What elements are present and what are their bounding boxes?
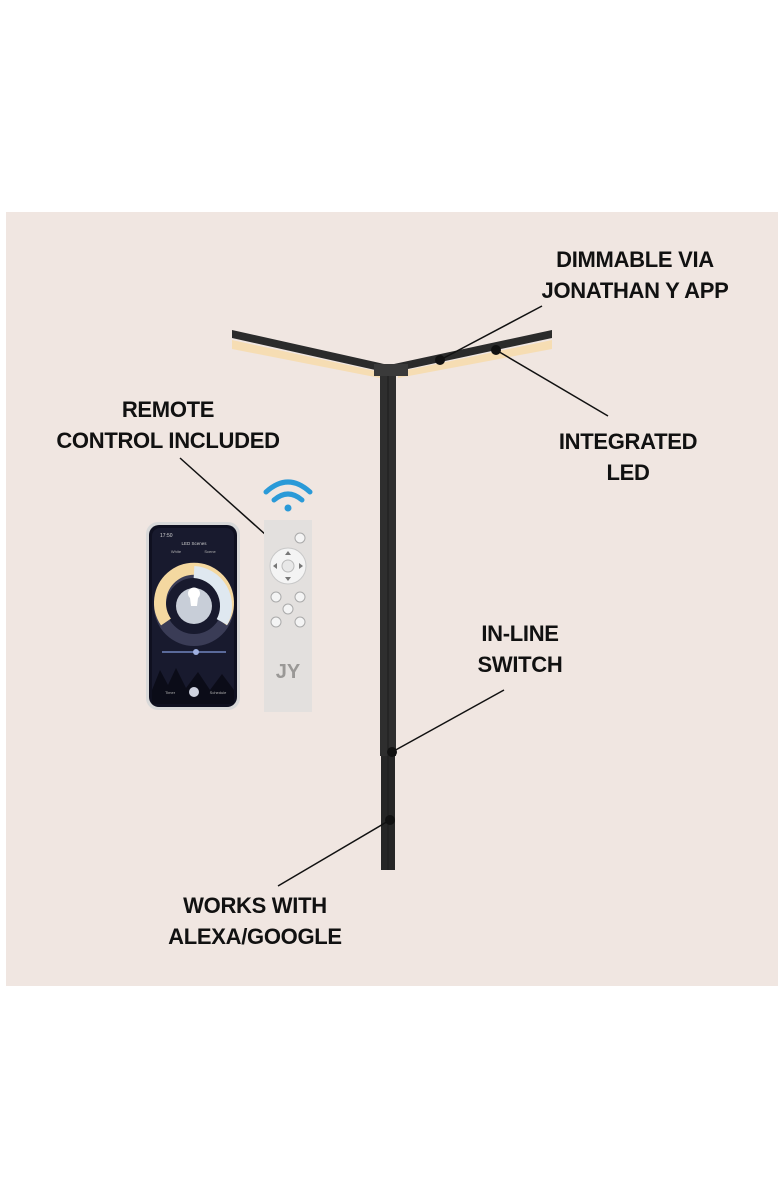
switch-leader-dot [387,747,397,757]
callout-switch-line2: SWITCH [477,652,563,677]
remote-logo: JY [276,661,301,683]
app-leader-line [439,305,543,361]
bulb-icon [188,587,201,606]
callout-remote-line1: REMOTE [121,397,215,422]
switch-leader-line [391,689,505,753]
remote-power-icon [294,532,306,544]
callout-app-line1: DIMMABLE VIA [556,247,714,272]
remote-control [264,520,312,712]
phone-bottom-right: Schedule [210,690,227,695]
phone-time: 17:50 [160,533,173,539]
callout-remote: REMOTE CONTROL INCLUDED [40,394,296,456]
phone-app-title: LED Scenes [181,541,207,546]
phone-bottom-left: Timer [165,690,176,695]
callout-smart-line2: ALEXA/GOOGLE [168,924,342,949]
led-glow-left [232,340,380,378]
callout-switch: IN-LINE SWITCH [460,618,580,680]
callout-smart: WORKS WITH ALEXA/GOOGLE [150,890,360,952]
callout-led-line2: LED [606,460,650,485]
led-leader-line [495,349,609,417]
callout-app: DIMMABLE VIA JONATHAN Y APP [530,244,740,306]
smartphone [146,522,240,710]
smart-leader-line [277,819,391,887]
callout-remote-line2: CONTROL INCLUDED [56,428,280,453]
callout-led: INTEGRATED LED [540,426,716,488]
led-leader-dot [491,345,501,355]
phone-tab-scene: Scene [204,549,216,554]
lamp-arm-right [394,330,552,372]
app-leader-dot [435,355,445,365]
callout-led-line1: INTEGRATED [558,429,698,454]
lamp-joint [374,364,408,376]
lamp-arm-left [232,330,384,372]
callout-switch-line1: IN-LINE [481,621,559,646]
callout-smart-line1: WORKS WITH [183,893,327,918]
power-button-icon [189,687,199,697]
callout-app-line2: JONATHAN Y APP [541,278,729,303]
remote-leader-line [179,457,277,545]
wifi-icon [263,479,313,512]
led-glow-right [398,340,552,378]
phone-tab-white: White [171,549,182,554]
smart-leader-dot [385,815,395,825]
